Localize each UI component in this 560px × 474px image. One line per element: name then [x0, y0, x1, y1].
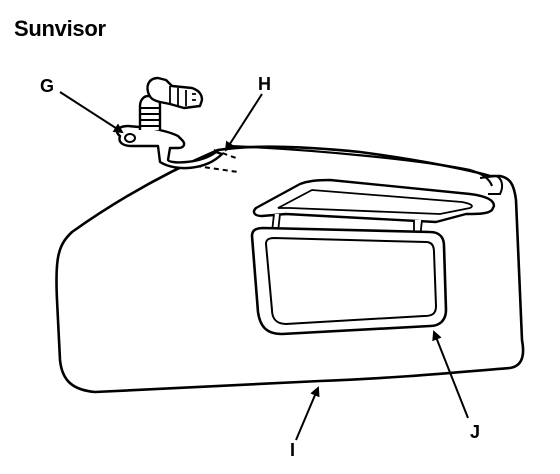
diagram-title: Sunvisor: [14, 16, 106, 41]
leader-h: [224, 93, 263, 152]
mirror-glass: [264, 236, 438, 326]
mounting-bracket: [116, 124, 224, 170]
connector-detail: [169, 86, 196, 106]
mounting-slot-dashed: [195, 165, 239, 173]
leader-i: [295, 386, 320, 441]
callout-j: J: [470, 422, 481, 442]
leader-j: [432, 330, 469, 419]
bracket-hole: [124, 133, 136, 143]
callout-h: H: [258, 74, 271, 94]
leader-g: [59, 91, 124, 134]
mirror-lid-inner: [277, 189, 473, 215]
pivot-stem-rings: [140, 107, 160, 127]
wire-connector: [146, 76, 204, 110]
callout-i: I: [290, 440, 296, 460]
callout-g: G: [40, 76, 55, 96]
sunvisor-end-cap: [479, 174, 504, 195]
